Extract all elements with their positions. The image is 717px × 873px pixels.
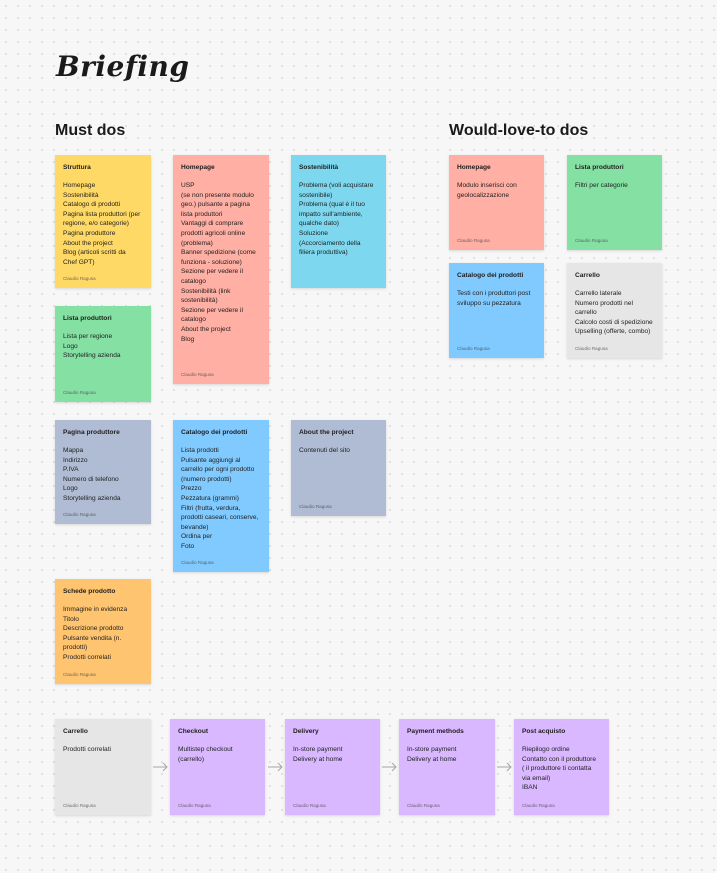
- note-body: Prodotti correlati: [63, 746, 112, 753]
- sticky-note-schede-prodotto[interactable]: Schede prodotto Immagine in evidenza Tit…: [55, 579, 151, 684]
- sticky-note-struttura[interactable]: Struttura Homepage Sostenibilità Catalog…: [55, 155, 151, 288]
- note-author: Claudio Ragusa: [63, 276, 96, 281]
- note-title: Carrello: [575, 272, 600, 279]
- note-title: Pagina produttore: [63, 429, 120, 436]
- note-body: Homepage Sostenibilità Catalogo di prodo…: [63, 182, 141, 266]
- sticky-note-flow-checkout[interactable]: Checkout Multistep checkout (carrello) C…: [170, 719, 265, 815]
- note-body: In-store payment Delivery at home: [407, 746, 457, 763]
- note-title: Catalogo dei prodotti: [457, 272, 524, 279]
- note-author: Claudio Ragusa: [181, 372, 214, 377]
- note-title: Struttura: [63, 164, 91, 171]
- connector-arrow-icon[interactable]: [267, 761, 284, 773]
- note-body: Filtri per categorie: [575, 182, 628, 189]
- note-author: Claudio Ragusa: [457, 238, 490, 243]
- sticky-note-flow-carrello[interactable]: Carrello Prodotti correlati Claudio Ragu…: [55, 719, 151, 815]
- note-body: USP (se non presente modulo geo.) pulsan…: [181, 182, 256, 343]
- note-author: Claudio Ragusa: [407, 803, 440, 808]
- note-body: Multistep checkout (carrello): [178, 746, 233, 763]
- note-author: Claudio Ragusa: [293, 803, 326, 808]
- note-body: Contenuti del sito: [299, 447, 350, 454]
- sticky-note-about-project[interactable]: About the project Contenuti del sito Cla…: [291, 420, 386, 516]
- note-body: Carrello laterale Numero prodotti nel ca…: [575, 290, 653, 336]
- note-title: Lista produttori: [575, 164, 624, 171]
- sticky-note-sostenibilita[interactable]: Sostenibilità Problema (voli acquistare …: [291, 155, 386, 288]
- note-body: Problema (voli acquistare sostenibile) P…: [299, 182, 374, 257]
- note-author: Claudio Ragusa: [575, 238, 608, 243]
- sticky-note-flow-delivery[interactable]: Delivery In-store payment Delivery at ho…: [285, 719, 380, 815]
- note-body: Lista per regione Logo Storytelling azie…: [63, 333, 121, 360]
- note-author: Claudio Ragusa: [299, 504, 332, 509]
- note-author: Claudio Ragusa: [178, 803, 211, 808]
- note-body: Immagine in evidenza Titolo Descrizione …: [63, 606, 128, 661]
- connector-arrow-icon[interactable]: [152, 761, 169, 773]
- note-body: In-store payment Delivery at home: [293, 746, 343, 763]
- board-title: Briefing: [56, 50, 190, 83]
- note-author: Claudio Ragusa: [457, 346, 490, 351]
- note-title: Homepage: [457, 164, 491, 171]
- note-title: Homepage: [181, 164, 215, 171]
- note-title: Payment methods: [407, 728, 464, 735]
- sticky-note-flow-post-acquisto[interactable]: Post acquisto Riepilogo ordine Contatto …: [514, 719, 609, 815]
- note-author: Claudio Ragusa: [63, 390, 96, 395]
- connector-arrow-icon[interactable]: [381, 761, 398, 773]
- note-title: Post acquisto: [522, 728, 566, 735]
- sticky-note-flow-payment[interactable]: Payment methods In-store payment Deliver…: [399, 719, 495, 815]
- sticky-note-wl-catalogo[interactable]: Catalogo dei prodotti Testi con i produt…: [449, 263, 544, 358]
- sticky-note-pagina-produttore[interactable]: Pagina produttore Mappa Indirizzo P.IVA …: [55, 420, 151, 524]
- note-author: Claudio Ragusa: [63, 512, 96, 517]
- note-title: Schede prodotto: [63, 588, 116, 595]
- note-body: Riepilogo ordine Contatto con il produtt…: [522, 746, 597, 792]
- section-title-would-love-to-dos: Would-love-to dos: [449, 122, 589, 139]
- note-author: Claudio Ragusa: [522, 803, 555, 808]
- note-author: Claudio Ragusa: [63, 803, 96, 808]
- note-author: Claudio Ragusa: [575, 346, 608, 351]
- note-body: Mappa Indirizzo P.IVA Numero di telefono…: [63, 447, 121, 502]
- note-title: Lista produttori: [63, 315, 112, 322]
- sticky-note-wl-lista-produttori[interactable]: Lista produttori Filtri per categorie Cl…: [567, 155, 662, 250]
- note-title: Delivery: [293, 728, 319, 735]
- sticky-note-homepage[interactable]: Homepage USP (se non presente modulo geo…: [173, 155, 269, 384]
- sticky-note-lista-produttori[interactable]: Lista produttori Lista per regione Logo …: [55, 306, 151, 402]
- note-author: Claudio Ragusa: [63, 672, 96, 677]
- sticky-note-wl-carrello[interactable]: Carrello Carrello laterale Numero prodot…: [567, 263, 662, 358]
- sticky-note-wl-homepage[interactable]: Homepage Modulo inserisci con geolocaliz…: [449, 155, 544, 250]
- section-title-must-dos: Must dos: [55, 122, 126, 139]
- note-title: Sostenibilità: [299, 164, 339, 171]
- note-title: Checkout: [178, 728, 209, 735]
- sticky-note-catalogo-prodotti[interactable]: Catalogo dei prodotti Lista prodotti Pul…: [173, 420, 269, 572]
- note-title: About the project: [299, 429, 354, 436]
- connector-arrow-icon[interactable]: [496, 761, 513, 773]
- note-body: Modulo inserisci con geolocalizzazione: [457, 182, 517, 199]
- note-author: Claudio Ragusa: [181, 560, 214, 565]
- note-title: Catalogo dei prodotti: [181, 429, 248, 436]
- note-body: Lista prodotti Pulsante aggiungi al carr…: [181, 447, 259, 550]
- note-body: Testi con i produttori post sviluppo su …: [457, 290, 531, 307]
- note-title: Carrello: [63, 728, 88, 735]
